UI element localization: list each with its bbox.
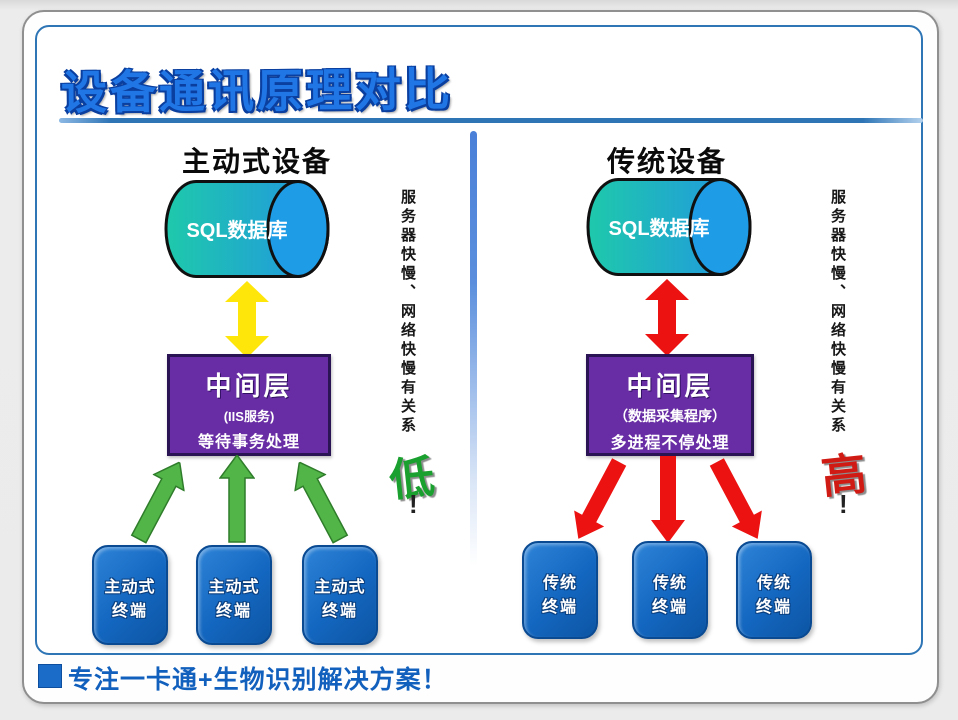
middle-layer-subtitle: （数据采集程序）: [614, 408, 726, 424]
middle-layer-subtitle: (IIS服务): [223, 409, 275, 424]
terminal-label-line1: 主动式: [104, 579, 156, 596]
active-terminal-box: 主动式 终端: [92, 545, 168, 645]
active-terminal-box: 主动式 终端: [196, 545, 272, 645]
active-middle-layer-box: 中间层 (IIS服务) 等待事务处理: [167, 354, 331, 456]
traditional-verdict-mark: !: [839, 489, 848, 519]
terminal-label-line2: 终端: [755, 599, 792, 616]
middle-layer-title: 中间层: [205, 371, 293, 401]
green-up-arrow-icon: [294, 461, 349, 544]
red-down-arrow-icon: [709, 458, 762, 539]
red-down-arrow-icon: [574, 458, 627, 539]
traditional-terminal-box: 传统 终端: [522, 541, 598, 639]
traditional-middle-layer-box: 中间层 （数据采集程序） 多进程不停处理: [586, 354, 754, 456]
terminal-label-line2: 终端: [215, 603, 252, 620]
red-down-arrow-icon: [651, 456, 685, 543]
traditional-terminal-box: 传统 终端: [736, 541, 812, 639]
terminal-label-line1: 传统: [756, 575, 791, 592]
traditional-side-note: 服务器快慢、网络快慢有关系: [829, 189, 846, 436]
database-label: SQL数据库: [608, 216, 709, 240]
green-up-arrow-icon: [130, 461, 185, 544]
active-terminal-box: 主动式 终端: [302, 545, 378, 645]
active-sync-double-arrow-icon: [225, 281, 269, 358]
title-underline: [59, 118, 923, 123]
footer-bullet-square: [38, 664, 62, 688]
active-side-note: 服务器快慢、网络快慢有关系: [399, 189, 416, 436]
terminal-label-line2: 终端: [111, 603, 148, 620]
middle-layer-description: 多进程不停处理: [610, 435, 730, 452]
green-up-arrow-icon: [219, 455, 255, 543]
database-cylinder-icon: SQL数据库: [164, 180, 330, 278]
footer-slogan: 专注一卡通+生物识别解决方案！: [68, 666, 448, 694]
database-cylinder-icon: SQL数据库: [586, 178, 752, 276]
page-title: 设备通讯原理对比: [60, 63, 454, 119]
active-verdict-mark: !: [409, 489, 418, 519]
terminal-label-line1: 传统: [652, 575, 687, 592]
middle-layer-title: 中间层: [626, 371, 714, 401]
slide-frame: 设备通讯原理对比 主动式设备 传统设备 SQL数据库: [22, 10, 939, 704]
traditional-terminal-box: 传统 终端: [632, 541, 708, 639]
terminal-label-line1: 传统: [542, 575, 577, 592]
traditional-sync-double-arrow-icon: [645, 279, 689, 356]
terminal-label-line2: 终端: [321, 603, 358, 620]
traditional-device-header: 传统设备: [606, 146, 727, 177]
terminal-label-line1: 主动式: [208, 579, 260, 596]
terminal-label-line2: 终端: [651, 599, 688, 616]
database-label: SQL数据库: [186, 218, 287, 242]
active-device-header: 主动式设备: [181, 146, 332, 177]
terminal-label-line1: 主动式: [314, 579, 366, 596]
middle-layer-description: 等待事务处理: [197, 434, 300, 451]
terminal-label-line2: 终端: [541, 599, 578, 616]
slide-content-panel: 设备通讯原理对比 主动式设备 传统设备 SQL数据库: [35, 25, 923, 655]
column-divider: [470, 131, 477, 566]
